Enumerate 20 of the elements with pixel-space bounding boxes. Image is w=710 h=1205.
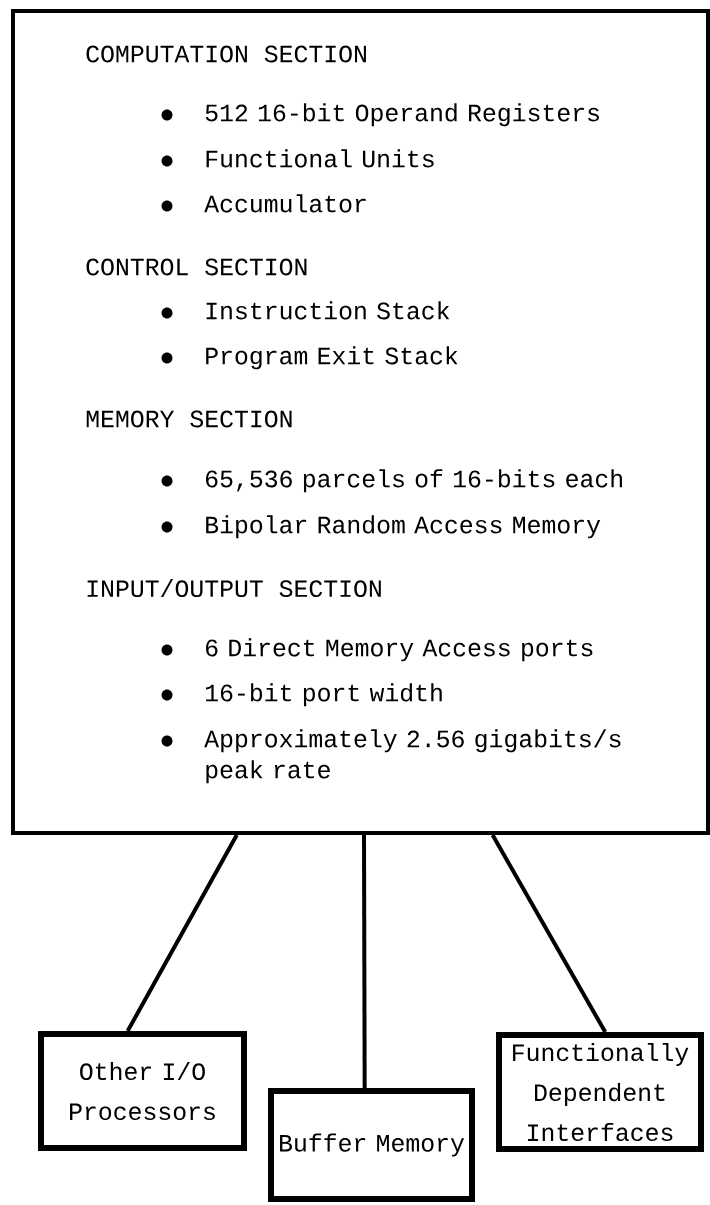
- bullet-item: 512 16-bit Operand Registers: [205, 103, 599, 127]
- bullet-item: Functional Units: [206, 149, 434, 168]
- component-box: Buffer Memory: [268, 1088, 475, 1202]
- section-heading: CONTROL SECTION: [86, 258, 307, 276]
- bullet-item: 6 Direct Memory Access ports: [206, 638, 593, 662]
- bullet-item: 16-bit port width: [206, 683, 442, 707]
- bullet-item: Accumulator: [204, 194, 366, 213]
- connector-line: [125, 834, 239, 1032]
- bullet-item: 65,536 parcels of 16-bits each: [206, 469, 622, 493]
- connector-line: [362, 835, 367, 1089]
- bullet-item: Instruction Stack: [206, 301, 450, 320]
- section-heading: COMPUTATION SECTION: [86, 45, 366, 63]
- bullet-item: Bipolar Random Access Memory: [206, 515, 601, 539]
- component-box: Functionally Dependent Interfaces: [496, 1032, 704, 1152]
- bullet-item: Approximately 2.56 gigabits/s peak rate: [204, 729, 621, 784]
- section-heading: MEMORY SECTION: [86, 410, 292, 428]
- component-box: Other I/O Processors: [38, 1031, 247, 1151]
- connector-line: [490, 834, 607, 1033]
- section-heading: INPUT/OUTPUT SECTION: [87, 578, 381, 598]
- bullet-item: Program Exit Stack: [206, 346, 458, 370]
